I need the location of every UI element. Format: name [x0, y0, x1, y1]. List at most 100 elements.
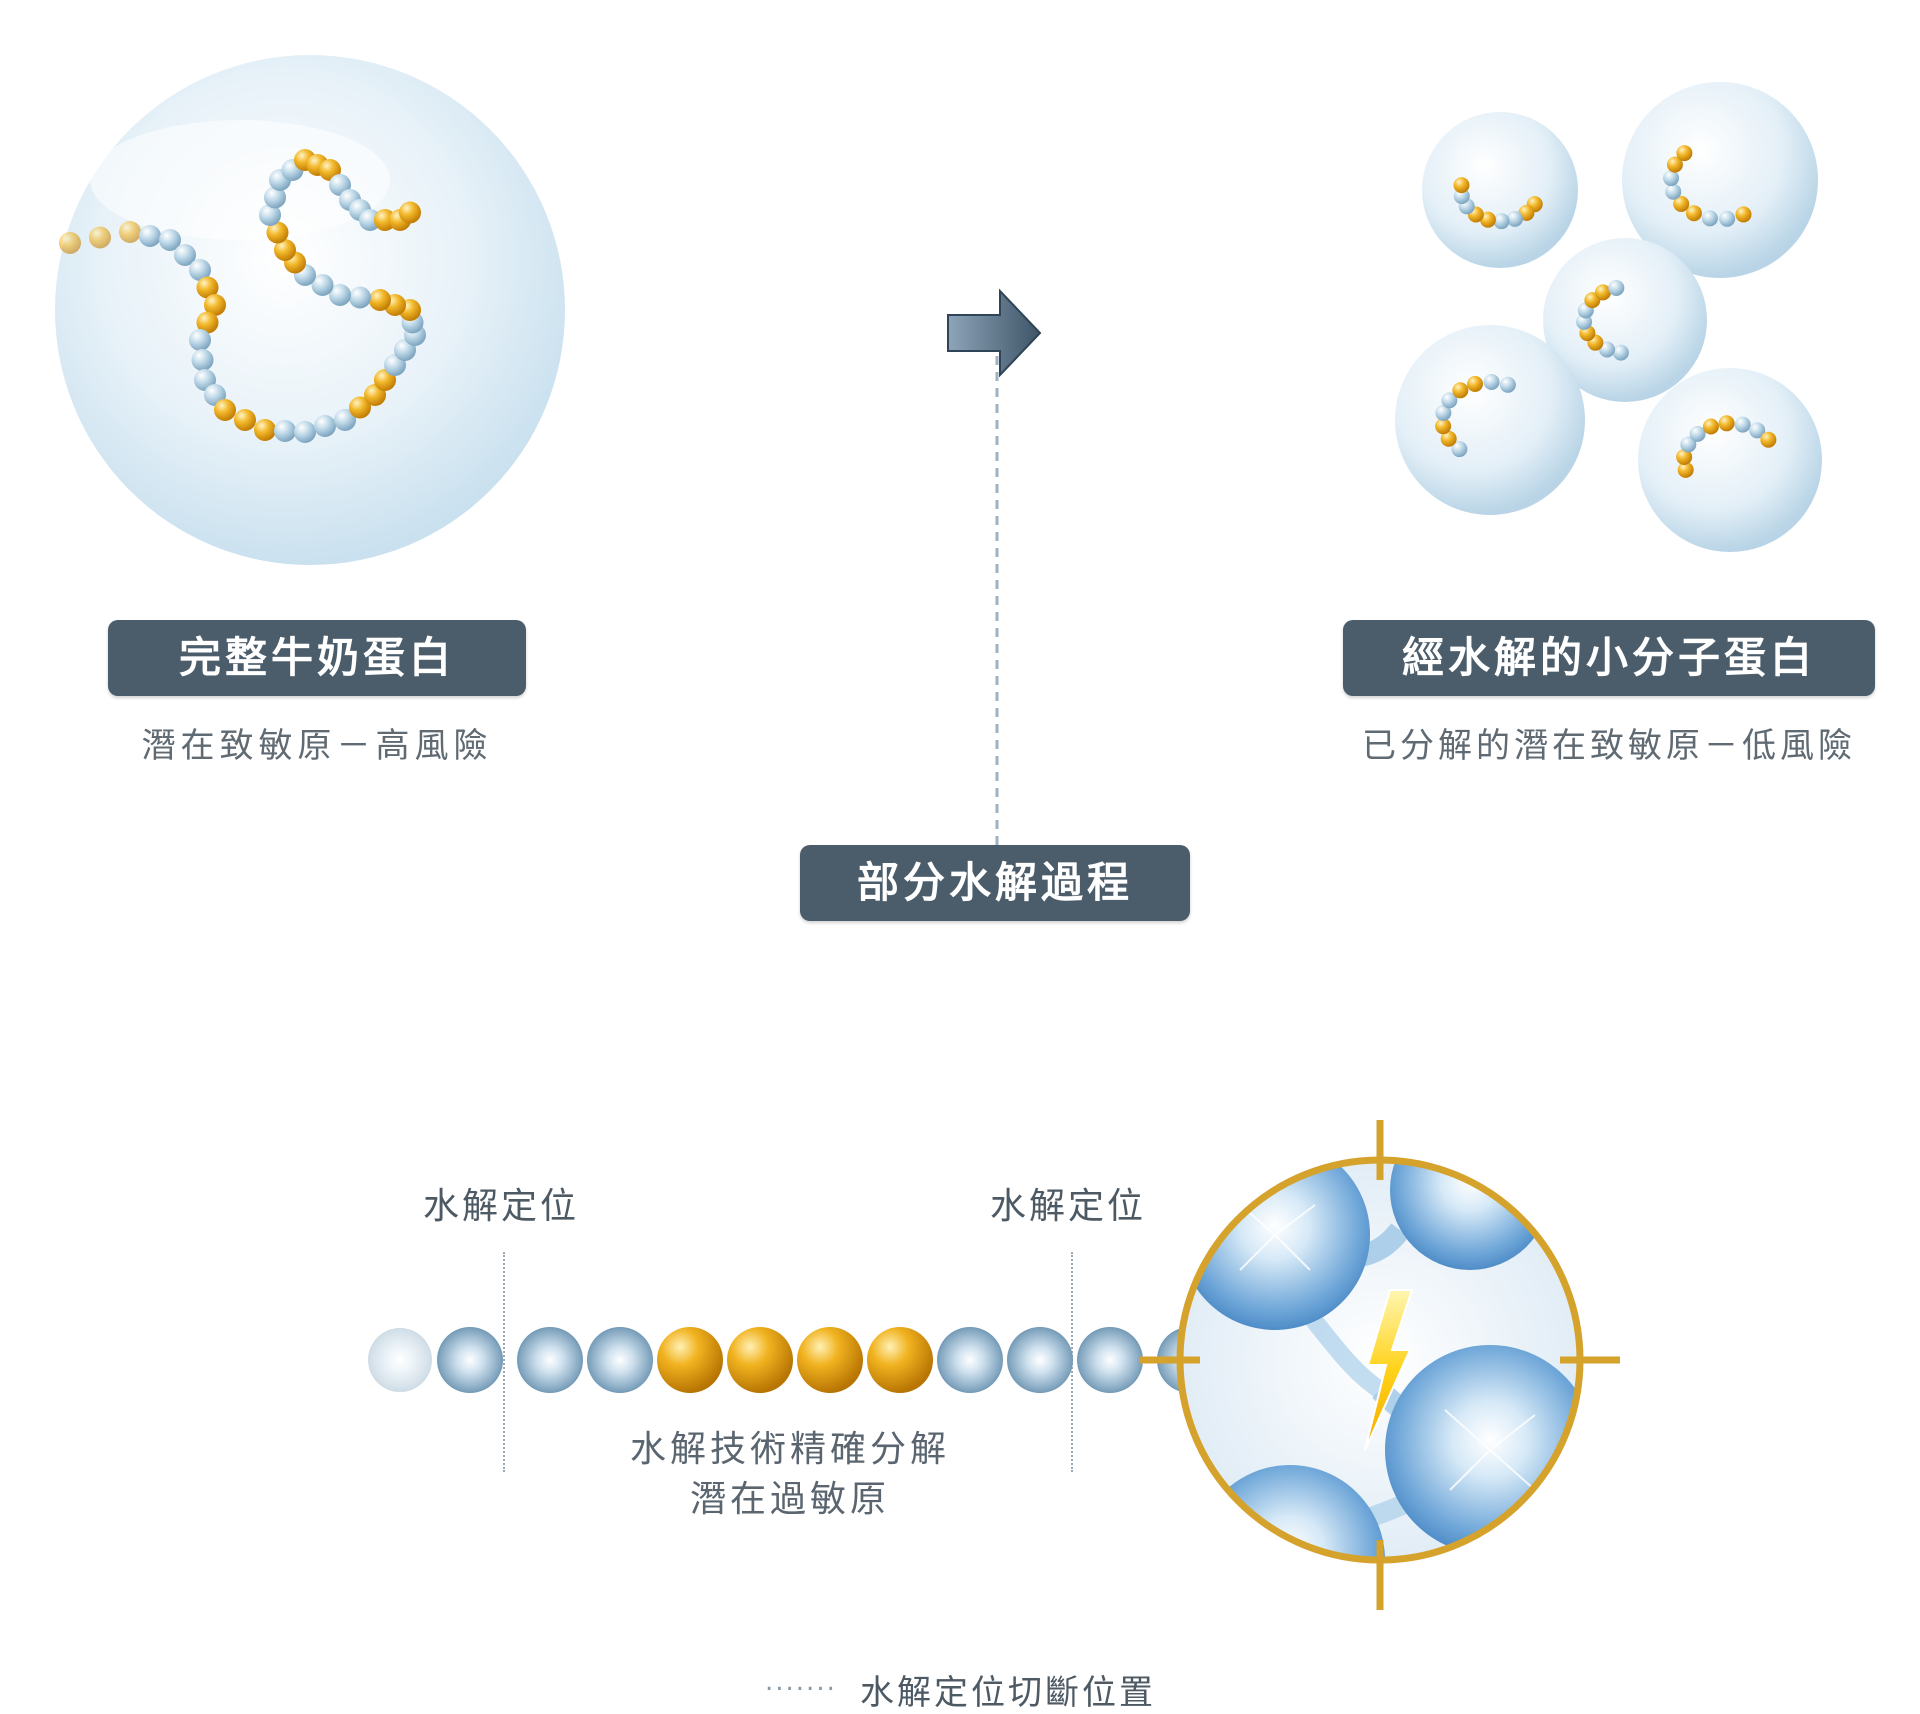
blue-amino-acid-bead	[264, 186, 286, 209]
blue-amino-acid-bead	[437, 1327, 503, 1393]
blue-amino-acid-bead	[349, 286, 371, 309]
blue-amino-acid-bead	[1749, 422, 1766, 439]
blue-amino-acid-bead	[1441, 392, 1458, 409]
gold-amino-acid-bead	[1676, 448, 1693, 465]
gold-amino-acid-bead	[1594, 284, 1611, 301]
gold-amino-acid-bead	[1702, 418, 1719, 435]
blue-amino-acid-bead	[274, 420, 296, 442]
left-hydrolysis-location-label: 水解定位	[423, 1186, 580, 1227]
blue-amino-acid-bead	[1506, 210, 1523, 227]
gold-amino-acid-bead	[727, 1327, 793, 1393]
magnified-cut-target	[1140, 1120, 1620, 1610]
blue-amino-acid-bead	[1451, 441, 1468, 458]
blue-amino-acid-bead	[311, 274, 334, 296]
blue-amino-acid-bead	[259, 204, 281, 226]
process-arrow	[947, 288, 1042, 845]
blue-amino-acid-bead	[1734, 416, 1751, 433]
blue-amino-acid-bead	[587, 1327, 653, 1393]
blue-amino-acid-bead	[191, 349, 214, 371]
gold-amino-acid-bead	[59, 232, 81, 254]
gold-amino-acid-bead	[214, 399, 236, 421]
blue-amino-acid-bead	[1483, 374, 1500, 391]
gold-amino-acid-bead	[1440, 430, 1457, 447]
gold-amino-acid-bead	[1676, 145, 1693, 162]
gold-amino-acid-bead	[254, 419, 276, 441]
blue-amino-acid-bead	[189, 259, 211, 281]
right-hydrolysis-location-label: 水解定位	[990, 1186, 1147, 1227]
legend-dotted-marker: ·······	[765, 1674, 837, 1705]
blue-amino-acid-bead	[1701, 210, 1718, 227]
protein-bubble	[1638, 368, 1822, 552]
gold-amino-acid-bead	[1479, 211, 1496, 228]
gold-amino-acid-bead	[867, 1327, 933, 1393]
right-arrow-icon	[947, 288, 1042, 378]
blue-amino-acid-bead	[314, 415, 336, 437]
gold-amino-acid-bead	[234, 409, 256, 431]
blue-amino-acid-bead	[1493, 213, 1510, 230]
blue-amino-acid-bead	[1499, 376, 1516, 393]
blue-amino-acid-bead	[1612, 344, 1629, 361]
protein-bubble	[1422, 112, 1578, 268]
gold-amino-acid-bead	[1673, 195, 1690, 212]
blue-amino-acid-bead	[1007, 1327, 1073, 1393]
process-label: 部分水解過程	[800, 845, 1190, 921]
blue-amino-acid-bead	[1689, 425, 1706, 442]
blue-amino-acid-bead	[139, 225, 161, 247]
blue-amino-acid-bead	[1719, 210, 1736, 227]
blue-amino-acid-bead	[1680, 436, 1697, 453]
gold-amino-acid-bead	[1718, 415, 1735, 432]
blue-amino-acid-bead	[1077, 1327, 1143, 1393]
gold-amino-acid-bead	[266, 221, 289, 244]
whole-protein-subtitle: 潛在致敏原－高風險	[141, 726, 493, 766]
amino-acid-chain	[368, 1327, 1223, 1393]
blue-amino-acid-bead	[517, 1327, 583, 1393]
gold-amino-acid-bead	[1735, 206, 1752, 223]
gold-amino-acid-bead	[1452, 382, 1469, 399]
blue-amino-acid-bead	[294, 421, 316, 443]
blue-amino-acid-bead	[189, 329, 211, 351]
whole-protein-illustration	[55, 55, 565, 565]
gold-amino-acid-bead	[1760, 431, 1777, 448]
whole-protein-title: 完整牛奶蛋白	[108, 620, 526, 696]
gold-amino-acid-bead	[196, 276, 219, 299]
precise-hydrolysis-caption: 水解技術精確分解 潛在過敏原	[560, 1425, 1020, 1525]
gold-amino-acid-bead	[119, 221, 141, 243]
gold-amino-acid-bead	[1677, 461, 1694, 478]
protein-bubble	[1622, 82, 1818, 278]
gold-amino-acid-bead	[797, 1327, 863, 1393]
faded-amino-acid-bead	[368, 1328, 432, 1392]
blue-amino-acid-bead	[334, 409, 356, 431]
gold-amino-acid-bead	[196, 311, 219, 334]
gold-amino-acid-bead	[657, 1327, 723, 1393]
hydrolyzed-protein-title: 經水解的小分子蛋白	[1343, 620, 1875, 696]
gold-amino-acid-bead	[274, 239, 296, 261]
protein-bubble	[1543, 238, 1707, 402]
blue-amino-acid-bead	[1608, 279, 1625, 296]
lightning-icon	[1364, 1289, 1414, 1451]
gold-amino-acid-bead	[204, 294, 226, 316]
blue-amino-acid-bead	[1599, 341, 1616, 358]
blue-amino-acid-bead	[937, 1327, 1003, 1393]
caption-line-2: 潛在過敏原	[689, 1479, 890, 1520]
gold-amino-acid-bead	[89, 226, 111, 249]
gold-amino-acid-bead	[1435, 418, 1452, 435]
gold-amino-acid-bead	[1467, 375, 1484, 392]
blue-amino-acid-bead	[174, 244, 196, 266]
gold-amino-acid-bead	[1666, 156, 1683, 173]
hydrolyzed-protein-subtitle: 已分解的潛在致敏原－低風險	[1362, 726, 1856, 766]
protein-bubble	[1395, 325, 1585, 515]
caption-line-1: 水解技術精確分解	[629, 1429, 950, 1470]
legend-text: 水解定位切斷位置	[859, 1673, 1156, 1713]
blue-amino-acid-bead	[1435, 404, 1452, 421]
left-cut-line	[503, 1252, 505, 1472]
blue-amino-acid-bead	[1663, 170, 1680, 187]
gold-amino-acid-bead	[1685, 205, 1702, 222]
gold-amino-acid-bead	[1453, 177, 1470, 194]
gold-amino-acid-bead	[399, 201, 421, 224]
legend: ······· 水解定位切斷位置	[765, 1665, 1156, 1714]
gold-amino-acid-bead	[369, 289, 391, 311]
blue-amino-acid-bead	[1665, 183, 1682, 200]
gold-amino-acid-bead	[349, 396, 371, 419]
hydrolyzed-protein-illustration	[1395, 82, 1822, 552]
blue-amino-acid-bead	[159, 229, 181, 251]
